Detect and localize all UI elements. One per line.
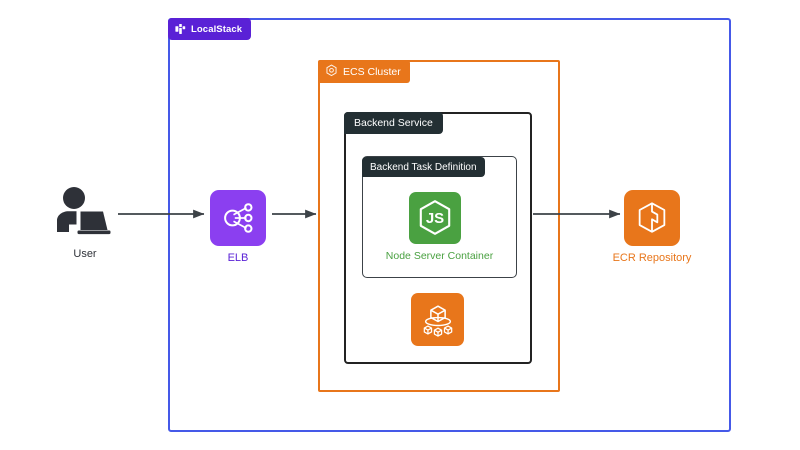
elb-label: ELB: [227, 252, 249, 264]
ecs-task-icon: [419, 301, 457, 339]
localstack-badge[interactable]: LocalStack: [168, 18, 252, 40]
elb-icon-tile[interactable]: [210, 190, 266, 246]
node-server-container-icon-tile[interactable]: JS: [409, 192, 461, 244]
localstack-logo-icon: [175, 23, 187, 35]
ecr-repository-icon: [633, 199, 671, 237]
localstack-badge-label: LocalStack: [191, 23, 243, 35]
user-at-laptop-icon: [53, 186, 115, 240]
ecs-cluster-badge-label: ECS Cluster: [343, 65, 401, 78]
ecs-cluster-badge[interactable]: ECS Cluster: [318, 60, 410, 83]
ecs-cluster-boundary: [318, 60, 560, 392]
ecs-task-icon-tile[interactable]: [411, 293, 464, 346]
nodejs-icon: JS: [417, 199, 453, 237]
task-definition-badge-label: Backend Task Definition: [370, 161, 477, 173]
localstack-boundary: [168, 18, 731, 432]
ecr-repository-icon-tile[interactable]: [624, 190, 680, 246]
user-label: User: [73, 248, 97, 260]
backend-service-badge-label: Backend Service: [354, 117, 433, 129]
elb-load-balancer-icon: [218, 198, 258, 238]
ecr-repository-label: ECR Repository: [612, 252, 692, 264]
backend-service-badge[interactable]: Backend Service: [344, 112, 443, 134]
ecs-cluster-icon: [325, 63, 338, 80]
node-server-container-label: Node Server Container: [385, 250, 494, 262]
svg-text:JS: JS: [426, 210, 444, 227]
task-definition-badge[interactable]: Backend Task Definition: [362, 157, 485, 177]
